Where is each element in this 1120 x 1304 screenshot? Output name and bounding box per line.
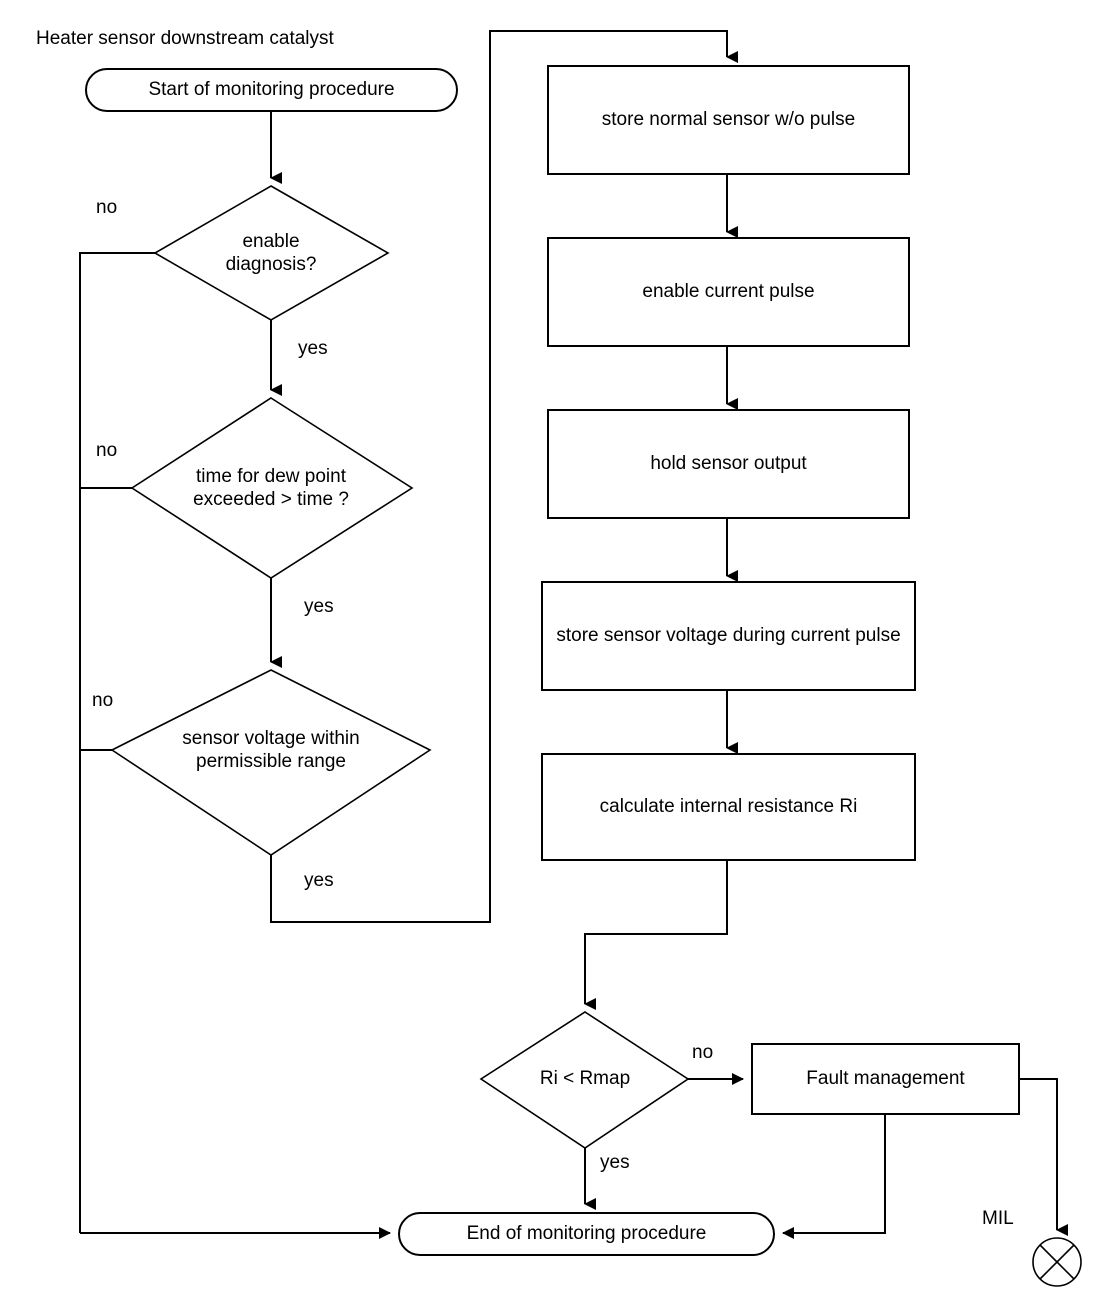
node-decision-enable-diagnosis: enable diagnosis?	[186, 225, 356, 281]
decision-enable-diagnosis-line2: diagnosis?	[225, 254, 317, 275]
edge-label-ri-rmap-no: no	[692, 1042, 714, 1063]
edge-label-dew-point-yes: yes	[304, 596, 334, 617]
decision-shape-enable-diagnosis	[153, 185, 390, 321]
edge-label-dew-point-no: no	[96, 440, 118, 461]
node-decision-sensor-voltage: sensor voltage within permissible range	[151, 722, 391, 778]
decision-shape-ri-rmap	[479, 1011, 690, 1149]
edge-label-ri-rmap-yes: yes	[600, 1152, 630, 1173]
node-enable-current-pulse: enable current pulse	[547, 237, 910, 347]
node-hold-sensor-output: hold sensor output	[547, 409, 910, 519]
edge-label-sensor-voltage-yes: yes	[304, 870, 334, 891]
mil-lamp-label: MIL	[982, 1208, 1014, 1229]
mil-lamp-cross-b	[1039, 1244, 1075, 1280]
decision-dew-point-line1: time for dew point	[196, 465, 346, 487]
decision-sensor-voltage-line1: sensor voltage within	[182, 727, 360, 749]
edge-label-enable-diagnosis-yes: yes	[298, 338, 328, 359]
decision-dew-point-line2: exceeded > time ?	[193, 489, 349, 510]
node-store-normal-sensor: store normal sensor w/o pulse	[547, 65, 910, 175]
node-fault-management: Fault management	[751, 1043, 1020, 1115]
decision-shape-sensor-voltage	[110, 669, 432, 856]
decision-sensor-voltage-line2: permissible range	[196, 751, 346, 772]
mil-lamp-circle	[1032, 1237, 1082, 1287]
node-decision-ri-rmap: Ri < Rmap	[539, 1068, 631, 1090]
decision-enable-diagnosis-line1: enable	[242, 230, 300, 252]
node-calculate-internal-resistance: calculate internal resistance Ri	[541, 753, 916, 861]
node-end: End of monitoring procedure	[398, 1212, 775, 1256]
decision-shape-dew-point	[130, 397, 414, 579]
diagram-title: Heater sensor downstream catalyst	[36, 28, 334, 49]
edge-label-enable-diagnosis-no: no	[96, 197, 118, 218]
mil-lamp-cross-a	[1039, 1244, 1075, 1280]
edge-label-sensor-voltage-no: no	[92, 690, 114, 711]
node-decision-dew-point: time for dew point exceeded > time ?	[151, 460, 391, 516]
node-start: Start of monitoring procedure	[85, 68, 458, 112]
node-store-sensor-voltage: store sensor voltage during current puls…	[541, 581, 916, 691]
